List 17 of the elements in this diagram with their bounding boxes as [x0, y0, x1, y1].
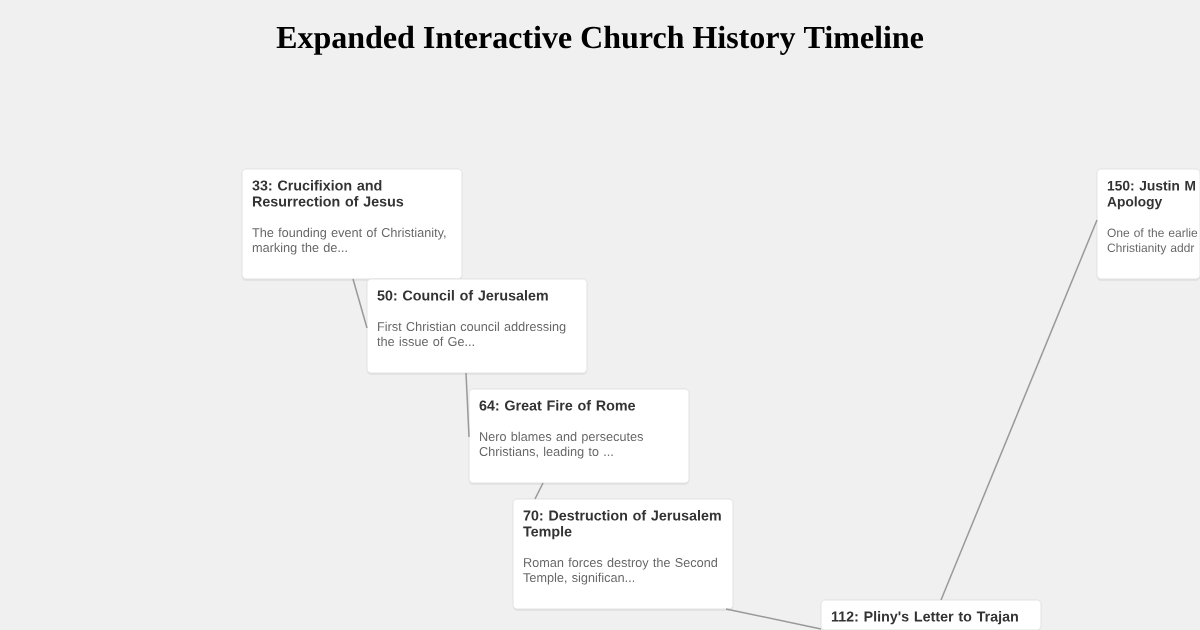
connector-line — [940, 219, 1098, 601]
connector-line — [534, 482, 544, 500]
card-title: 50: Council of Jerusalem — [377, 290, 548, 301]
connector-line — [352, 278, 368, 329]
card-title: 112: Pliny's Letter to Trajan — [831, 611, 1018, 625]
card-title: 70: Destruction of Jerusalem Temple — [523, 510, 721, 540]
card-title: 33: Crucifixion and Resurrection of Jesus — [252, 180, 404, 207]
connector-line — [465, 372, 470, 438]
card-description: Roman forces destroy the Second Temple, significan... — [523, 557, 717, 585]
card-description: One of the earlie Christianity addr — [1107, 228, 1198, 255]
card-description: First Christian council addressing the issue of Ge... — [377, 321, 566, 347]
card-title: 64: Great Fire of Rome — [479, 400, 636, 411]
page-title: Expanded Interactive Church History Timeline — [276, 25, 924, 55]
card-description: Nero blames and persecutes Christians, leading to ... — [479, 431, 643, 459]
card-description: The founding event of Christianity, marking the de... — [252, 227, 446, 255]
card-title: 150: Justin M Apology — [1107, 180, 1195, 210]
connector-line — [725, 608, 822, 630]
